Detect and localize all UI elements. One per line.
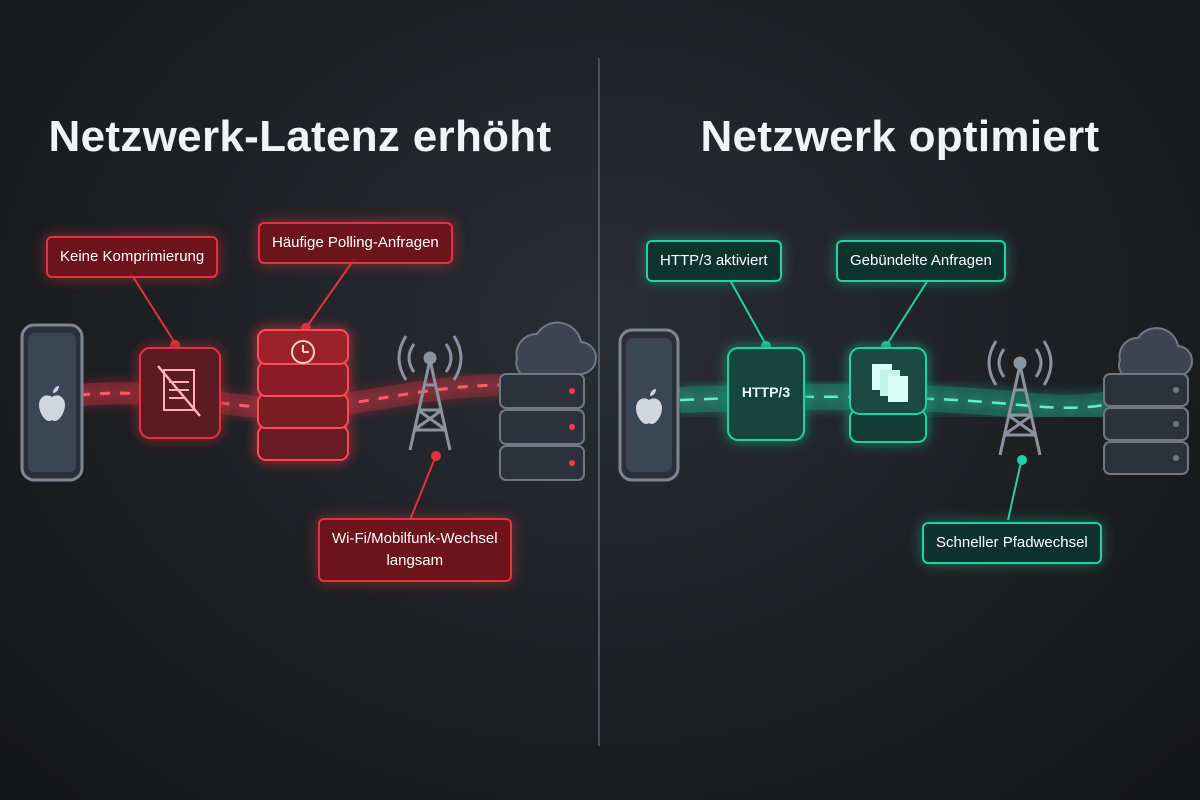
left-title: Netzwerk-Latenz erhöht <box>48 112 552 161</box>
tag-no-compression: Keine Komprimierung <box>46 236 219 278</box>
clock-icon <box>257 329 349 461</box>
center-divider <box>598 58 600 746</box>
server-cloud-icon-right <box>1103 327 1194 475</box>
right-title: Netzwerk optimiert <box>700 112 1100 161</box>
left-diagram <box>20 257 597 521</box>
tag-bundled-requests: Gebündelte Anfragen <box>836 240 1006 282</box>
radio-tower-icon <box>397 335 463 451</box>
phone-icon <box>20 323 84 482</box>
radio-tower-icon-right <box>987 340 1053 456</box>
http3-box-label: HTTP/3 <box>741 384 791 400</box>
tag-http3-enabled: HTTP/3 aktiviert <box>646 240 782 282</box>
left-callout-lines <box>129 257 441 521</box>
right-callout-lines <box>729 279 1027 521</box>
tag-frequent-polling: Häufige Polling-Anfragen <box>258 222 453 264</box>
right-diagram <box>618 279 1194 521</box>
http3-box <box>727 347 805 441</box>
right-panel: Netzwerk optimiert <box>600 0 1200 800</box>
left-panel: Netzwerk-Latenz erhöht <box>20 112 597 582</box>
phone-icon-right <box>618 328 680 482</box>
stacked-documents-icon <box>849 347 927 443</box>
tag-switch-line2: langsam <box>386 552 444 569</box>
server-cloud-icon <box>499 321 597 481</box>
tag-switch-line1: Wi-Fi/Mobilfunk-Wechsel <box>332 530 498 547</box>
tag-slow-network-switch: Wi-Fi/Mobilfunk-Wechsel langsam <box>318 518 512 582</box>
crossed-document-icon <box>139 347 221 439</box>
tag-fast-path-switch: Schneller Pfadwechsel <box>922 522 1102 564</box>
